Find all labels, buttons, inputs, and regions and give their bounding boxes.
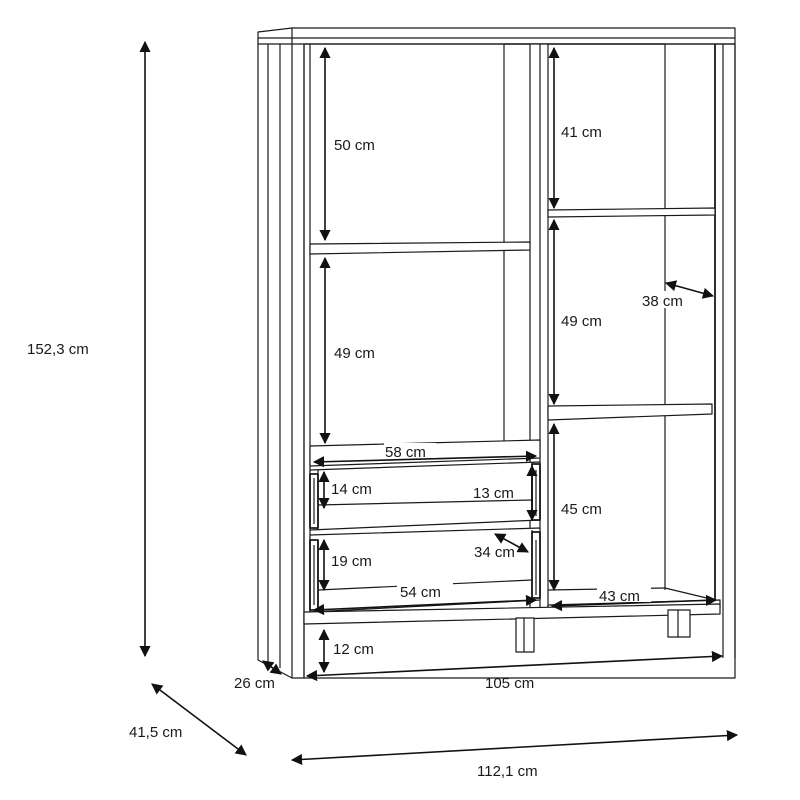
back-leg-right <box>667 609 691 638</box>
label-overall-width: 112,1 cm <box>477 763 538 780</box>
label-right-mid-height: 49 cm <box>561 313 602 330</box>
label-overall-depth: 41,5 cm <box>129 724 182 741</box>
dim-line-drawer-block-width <box>312 450 538 468</box>
label-right-depth: 38 cm <box>642 293 683 310</box>
dimension-labels: 152,3 cm 41,5 cm 112,1 cm 26 cm 105 cm 1… <box>22 124 691 780</box>
label-right-top-height: 41 cm <box>561 124 602 141</box>
dim-line-plinth-depth <box>262 660 282 675</box>
left-shelf-1 <box>309 241 531 255</box>
back-leg-left <box>515 617 535 653</box>
label-drawer-top-height: 14 cm <box>331 481 372 498</box>
dim-line-drawer-width <box>312 594 538 616</box>
right-shelf-2 <box>547 403 713 421</box>
label-overall-height: 152,3 cm <box>27 341 89 358</box>
top-slab <box>257 27 736 45</box>
label-inner-width: 105 cm <box>485 675 534 692</box>
upper-drawer <box>309 461 541 531</box>
dim-line-overall-depth <box>151 683 247 756</box>
label-drawer-block-width: 58 cm <box>385 444 426 461</box>
dim-line-right-depth <box>664 280 715 299</box>
label-drawer-width: 54 cm <box>400 584 441 601</box>
right-shelf-1 <box>547 207 716 218</box>
dim-line-drawer-depth <box>494 533 529 553</box>
dimension-lines <box>139 40 739 766</box>
dim-line-overall-width <box>290 729 739 766</box>
dim-line-right-width <box>550 594 718 612</box>
label-drawer-top-inner-height: 13 cm <box>473 485 514 502</box>
label-right-bottom-height: 45 cm <box>561 501 602 518</box>
cabinet-drawing <box>257 27 736 679</box>
label-plinth-height: 12 cm <box>333 641 374 658</box>
left-side-panel <box>257 35 305 679</box>
label-left-mid-height: 49 cm <box>334 345 375 362</box>
label-drawer-bottom-height: 19 cm <box>331 553 372 570</box>
center-divider <box>529 43 549 611</box>
label-plinth-depth: 26 cm <box>234 675 275 692</box>
label-drawer-depth: 34 cm <box>474 544 515 561</box>
label-right-width: 43 cm <box>599 588 640 605</box>
label-left-top-height: 50 cm <box>334 137 375 154</box>
dim-line-inner-width <box>305 650 724 682</box>
